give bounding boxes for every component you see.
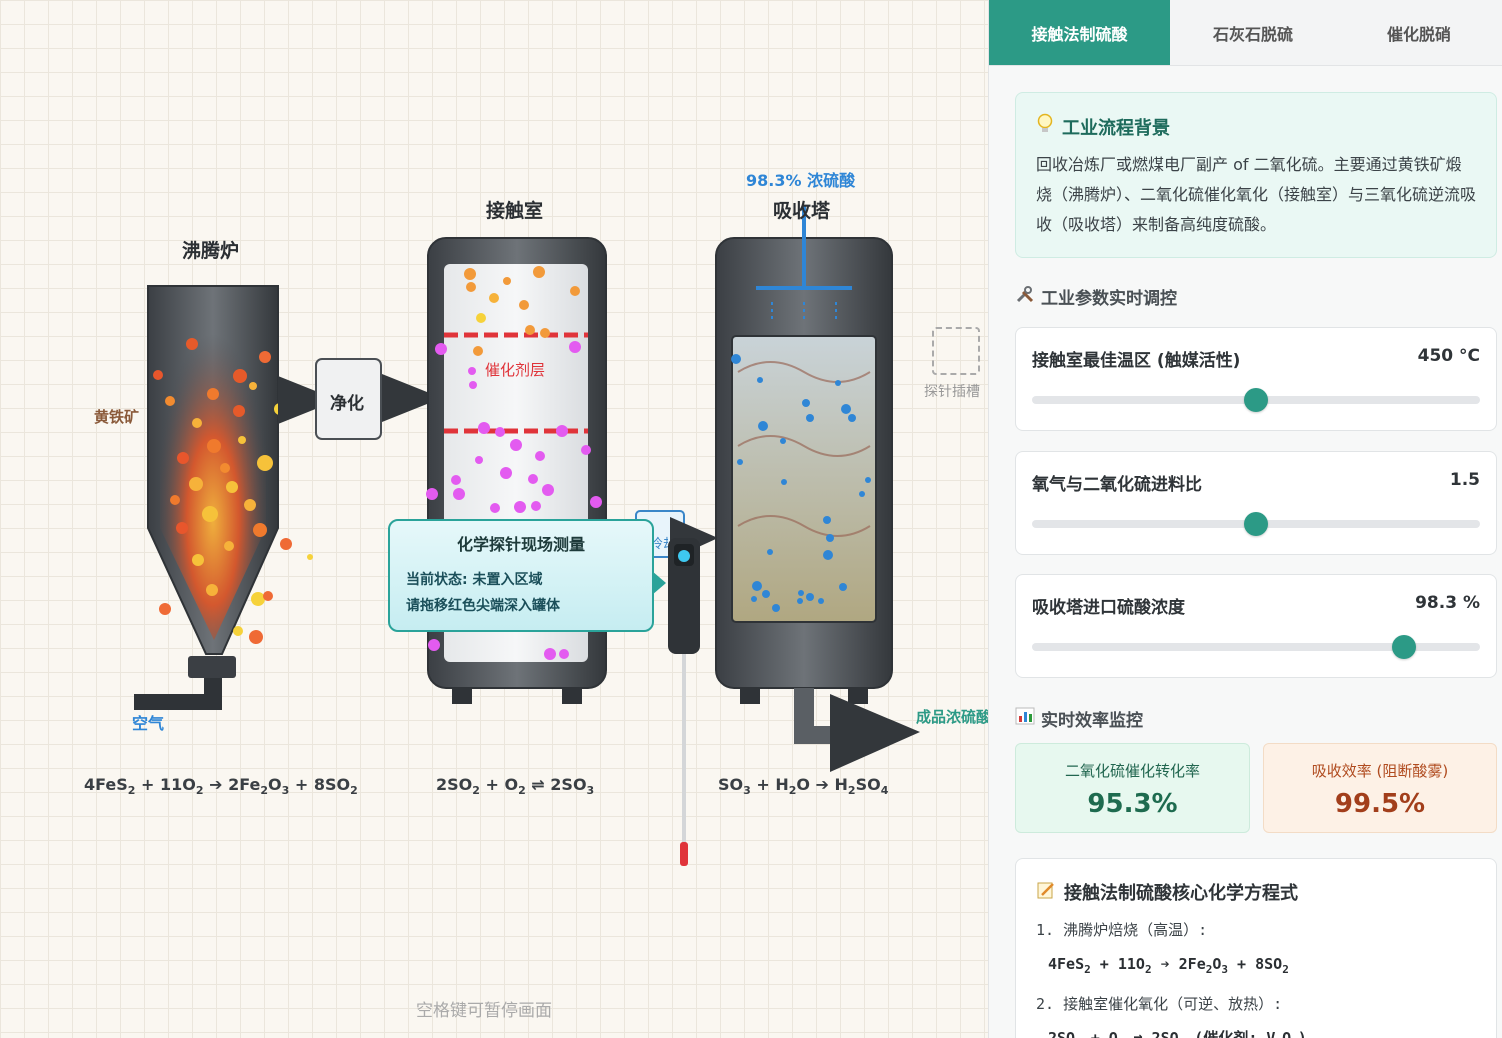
acid-concentration-slider[interactable] — [1032, 635, 1480, 659]
monitor-section-title: 实时效率监控 — [1015, 706, 1143, 731]
acid-inlet-label: 98.3% 浓硫酸 — [746, 171, 856, 190]
absorber-equation: SO3 + H2O ➔ H2SO4 — [718, 775, 889, 798]
equations-card: 接触法制硫酸核心化学方程式 1. 沸腾炉焙烧（高温）: 4FeS2 + 11O2… — [1015, 858, 1497, 1038]
so3-particles — [731, 354, 871, 612]
param-value: 1.5 — [1449, 470, 1480, 490]
purifier — [315, 358, 442, 440]
probe-slot-label: 探针插槽 — [924, 384, 980, 400]
absorption-rate-card: 吸收效率 (阻断酸雾) 99.5% — [1263, 743, 1497, 833]
param-label: 氧气与二氧化硫进料比 — [1032, 475, 1202, 495]
furnace-equation: 4FeS2 + 11O2 ➔ 2Fe2O3 + 8SO2 — [84, 775, 358, 798]
param-feed-ratio: 氧气与二氧化硫进料比 1.5 — [1015, 451, 1497, 555]
memo-icon — [1036, 880, 1056, 905]
contact-chamber-title: 接触室 — [486, 200, 544, 222]
lightbulb-icon — [1036, 113, 1054, 140]
contact-chamber — [426, 237, 618, 704]
process-canvas[interactable]: 沸腾炉 接触室 吸收塔 98.3% 浓硫酸 净化 催化剂层 黄铁矿 空气 成品浓… — [0, 0, 988, 1038]
probe-hint: 请拖移红色尖端深入罐体 — [406, 598, 560, 614]
slider-thumb[interactable] — [1391, 635, 1416, 659]
background-text: 回收冶炼厂或燃煤电厂副产 of 二氧化硫。主要通过黄铁矿煅烧（沸腾炉）、二氧化硫… — [1036, 155, 1477, 234]
metric-label: 吸收效率 (阻断酸雾) — [1311, 762, 1449, 780]
tab-contact-process[interactable]: 接触法制硫酸 — [989, 0, 1170, 65]
param-temperature: 接触室最佳温区 (触媒活性) 450 °C — [1015, 327, 1497, 431]
feed-ratio-slider[interactable] — [1032, 512, 1480, 536]
process-tabs: 接触法制硫酸 石灰石脱硫 催化脱硝 — [989, 0, 1502, 66]
probe-status: 当前状态: 未置入区域 — [406, 572, 543, 588]
air-label: 空气 — [132, 714, 165, 733]
param-label: 接触室最佳温区 (触媒活性) — [1032, 351, 1241, 371]
conversion-rate-card: 二氧化硫催化转化率 95.3% — [1015, 743, 1250, 833]
metric-value: 99.5% — [1334, 789, 1426, 819]
cooler-label: 冷却 — [650, 537, 668, 552]
slider-thumb[interactable] — [1244, 512, 1268, 536]
equation-step-1-label: 1. 沸腾炉焙烧（高温）: — [1036, 921, 1208, 939]
tab-catalytic-denitration[interactable]: 催化脱硝 — [1386, 24, 1451, 44]
contact-equation: 2SO2 + O2 ⇌ 2SO3 — [436, 775, 595, 798]
bar-chart-icon — [1015, 706, 1035, 731]
probe-slot[interactable] — [932, 327, 980, 375]
pause-hint: 空格键可暂停画面 — [416, 1001, 552, 1021]
slider-thumb[interactable] — [1244, 388, 1268, 412]
furnace-title: 沸腾炉 — [182, 240, 240, 262]
purifier-label: 净化 — [330, 394, 364, 414]
catalyst-layer-label: 催化剂层 — [485, 361, 546, 379]
param-acid-concentration: 吸收塔进口硫酸浓度 98.3 % — [1015, 574, 1497, 678]
equations-title: 接触法制硫酸核心化学方程式 — [1064, 883, 1298, 904]
temperature-slider[interactable] — [1032, 388, 1480, 412]
tools-icon — [1015, 284, 1035, 309]
gas-particles — [426, 266, 602, 660]
background-title: 工业流程背景 — [1062, 117, 1170, 139]
equation-step-2: 2SO2 + O2 ⇌ 2SO3 (催化剂: V2O5) — [1048, 1029, 1307, 1038]
equation-step-2-label: 2. 接触室催化氧化（可逆、放热）: — [1036, 995, 1283, 1013]
absorption-tower — [715, 206, 920, 772]
params-section-title: 工业参数实时调控 — [1015, 284, 1177, 309]
pyrite-label: 黄铁矿 — [94, 408, 140, 426]
control-panel: 接触法制硫酸 石灰石脱硫 催化脱硝 工业流程背景 回收冶炼厂或燃煤电厂副产 of… — [988, 0, 1502, 1038]
metric-value: 95.3% — [1087, 789, 1178, 819]
param-value: 450 °C — [1417, 346, 1480, 366]
metric-label: 二氧化硫催化转化率 — [1064, 762, 1200, 780]
probe-tooltip-title: 化学探针现场测量 — [456, 535, 585, 554]
probe-tooltip: 化学探针现场测量 当前状态: 未置入区域 请拖移红色尖端深入罐体 — [388, 519, 666, 632]
param-label: 吸收塔进口硫酸浓度 — [1032, 598, 1185, 618]
tab-limestone-desulfurization[interactable]: 石灰石脱硫 — [1212, 24, 1293, 44]
product-acid-label: 成品浓硫酸 — [916, 708, 988, 726]
background-card: 工业流程背景 回收冶炼厂或燃煤电厂副产 of 二氧化硫。主要通过黄铁矿煅烧（沸腾… — [1015, 92, 1497, 258]
boiling-furnace — [134, 285, 318, 710]
absorber-title: 吸收塔 — [773, 200, 831, 222]
param-value: 98.3 % — [1415, 593, 1480, 613]
probe-tip-handle — [680, 842, 688, 866]
equation-step-1: 4FeS2 + 11O2 ➔ 2Fe2O3 + 8SO2 — [1048, 955, 1289, 976]
chemical-probe[interactable] — [668, 538, 700, 866]
